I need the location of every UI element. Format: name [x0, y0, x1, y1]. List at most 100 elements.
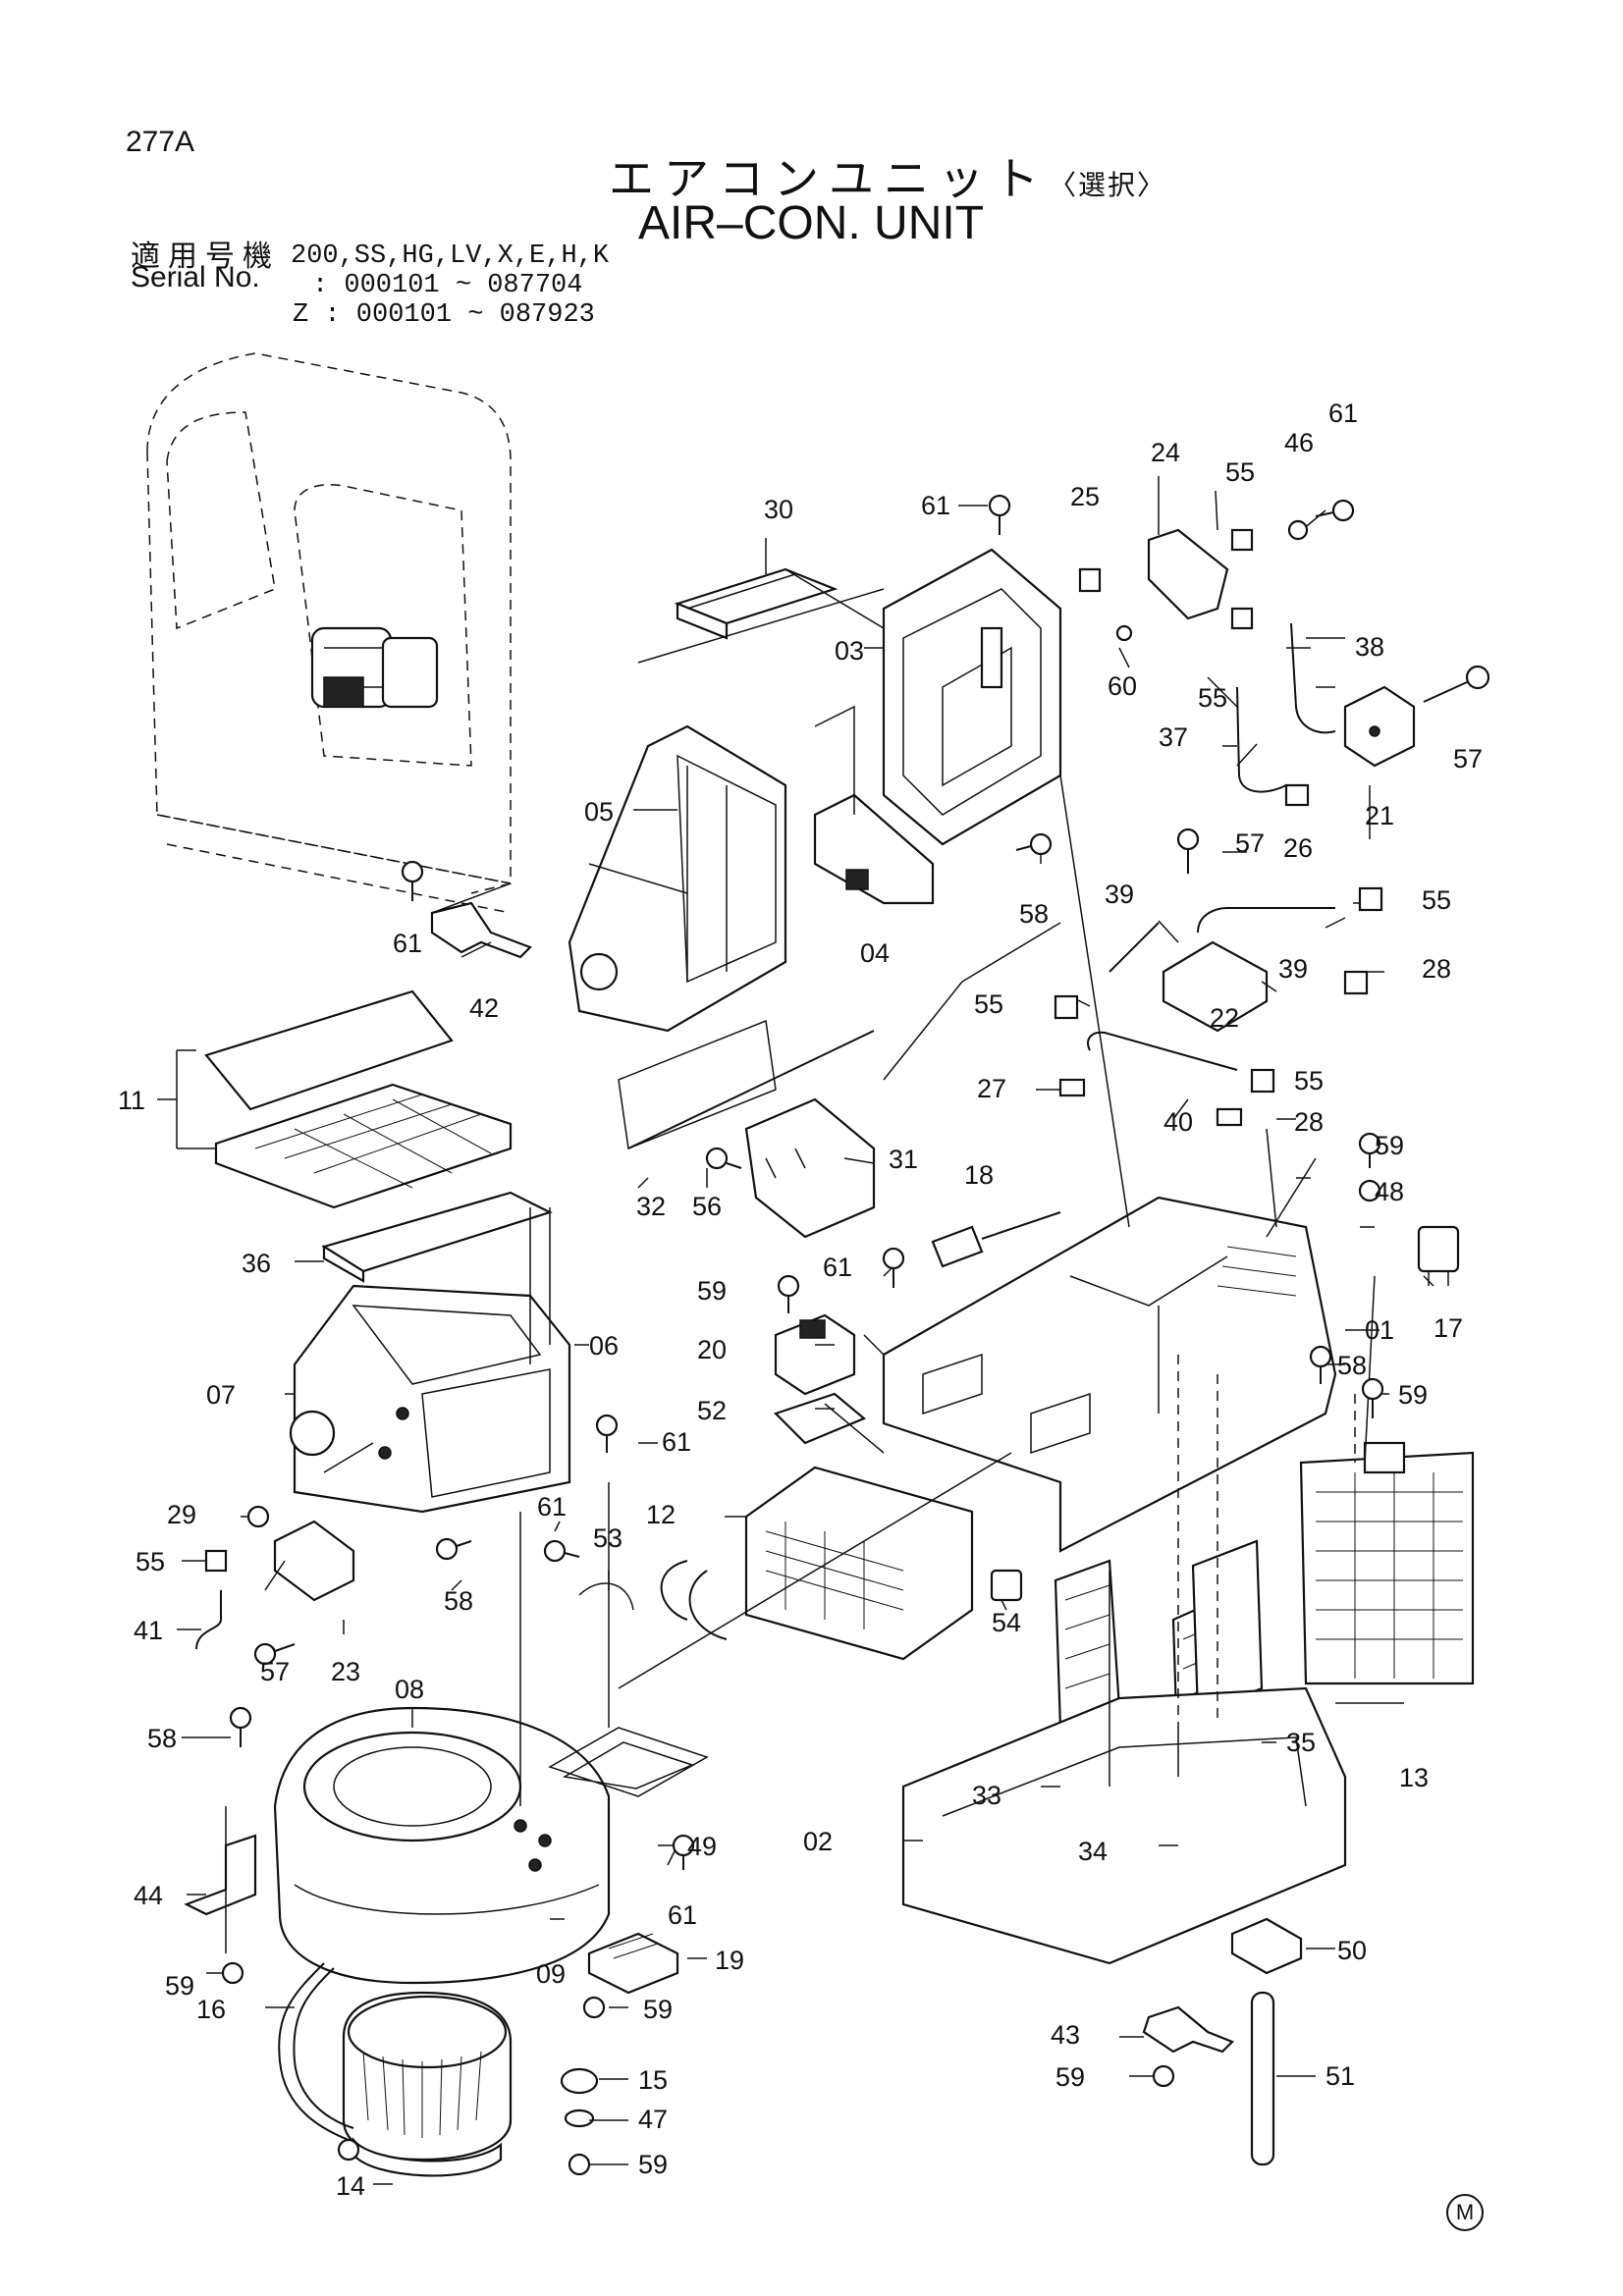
callout-label: 61 [921, 491, 950, 520]
part-36 [321, 1191, 553, 1283]
part-42 [430, 901, 532, 959]
serial-models: 200,SS,HG,LV,X,E,H,K [291, 241, 610, 271]
callout-label: 59 [638, 2150, 668, 2179]
callout-label: 11 [118, 1086, 145, 1115]
nut-icon [1230, 607, 1254, 630]
callout-label: 30 [764, 495, 793, 524]
callout-label: 55 [974, 989, 1003, 1019]
callout-label: 28 [1422, 954, 1451, 984]
manufacturer-mark: M [1446, 2194, 1484, 2231]
part-21 [1343, 685, 1416, 768]
callout-label: 37 [1159, 722, 1188, 752]
callout-label: 53 [593, 1523, 622, 1553]
callout-label: 61 [537, 1492, 567, 1522]
part-41 [195, 1590, 222, 1650]
part-49 [548, 1727, 709, 1797]
part-30 [674, 567, 839, 640]
nut-icon [1287, 519, 1309, 541]
callout-label: 27 [977, 1074, 1006, 1103]
callout-label: 16 [196, 1995, 226, 2024]
part-53 [578, 1582, 634, 1611]
part-15 [560, 2067, 599, 2095]
nut-icon [204, 1549, 228, 1573]
part-08-09 [273, 1706, 611, 1985]
callout-label: 34 [1078, 1837, 1108, 1866]
part-40 [1087, 1031, 1238, 1071]
hardware [204, 494, 1490, 2176]
callout-label: 61 [393, 929, 422, 958]
screw-icon [988, 494, 1011, 535]
callout-label: 15 [638, 2065, 668, 2095]
serial-label-japanese: 適用号機 [131, 240, 280, 274]
callout-label: 51 [1325, 2061, 1355, 2091]
screw-icon [705, 1147, 742, 1170]
callout-label: 47 [638, 2105, 668, 2134]
callout-label: 26 [1283, 833, 1313, 863]
part-44 [184, 1834, 257, 1916]
callout-label: 23 [331, 1657, 360, 1686]
part-18 [931, 1211, 1061, 1268]
part-20 [774, 1313, 856, 1396]
part-03 [882, 548, 1062, 846]
callout-label: 29 [167, 1500, 196, 1529]
screw-icon [1361, 1377, 1384, 1418]
part-31 [744, 1097, 876, 1239]
callout-label: 18 [964, 1160, 994, 1190]
callout-label: 22 [1210, 1003, 1239, 1033]
page-code: 277A [126, 126, 195, 158]
screw-icon [543, 1539, 580, 1563]
callout-label: 07 [206, 1380, 236, 1410]
callout-label: 57 [1453, 744, 1483, 774]
nut-icon [1054, 994, 1079, 1020]
nut-icon [1343, 970, 1369, 995]
callout-label: 36 [242, 1249, 271, 1278]
part-05 [568, 724, 787, 1033]
part-38 [1290, 622, 1336, 734]
callout-label: 60 [1108, 671, 1137, 701]
screw-icon [777, 1274, 800, 1313]
screw-icon [1015, 832, 1053, 856]
callout-label: 32 [636, 1192, 666, 1221]
callout-label: 28 [1294, 1107, 1324, 1137]
part-39 [1109, 907, 1335, 973]
part-50 [1230, 1917, 1303, 1975]
callout-label: 49 [687, 1832, 717, 1861]
nut-icon [1115, 624, 1133, 642]
screw-icon [1176, 828, 1200, 874]
callout-label: 31 [889, 1145, 918, 1174]
callout-label: 38 [1355, 632, 1384, 662]
callout-label: 50 [1337, 1936, 1367, 1965]
callout-label: 52 [697, 1396, 727, 1425]
callout-label: 59 [643, 1995, 673, 2024]
callout-label: 06 [589, 1331, 619, 1361]
cab-outline-icon [146, 352, 512, 914]
callout-label: 61 [662, 1427, 691, 1457]
screw-icon [253, 1642, 296, 1666]
part-24 [1147, 528, 1229, 620]
part-47 [564, 2109, 595, 2128]
title-japanese-main: エアコンユニット [609, 152, 1049, 205]
part-43 [1142, 2005, 1234, 2054]
callout-label: 58 [147, 1724, 177, 1753]
callout-label: 43 [1051, 2020, 1080, 2050]
callout-label: 55 [1294, 1066, 1324, 1095]
nut-icon [1216, 1107, 1243, 1127]
part-16 [278, 1962, 354, 2141]
callout-label: 39 [1278, 954, 1308, 984]
callout-label: 02 [803, 1827, 833, 1856]
part-13 [1299, 1441, 1475, 1685]
nut-icon [1058, 1078, 1086, 1097]
part-12 [660, 1466, 974, 1661]
part-23 [273, 1520, 355, 1602]
callout-label: 39 [1105, 880, 1134, 909]
screw-icon [401, 860, 424, 901]
callout-label: 05 [584, 797, 614, 827]
callout-label: 42 [469, 993, 499, 1023]
screw-icon [672, 1834, 695, 1870]
callout-label: 25 [1070, 482, 1100, 511]
callout-label: 61 [668, 1900, 697, 1930]
callout-label: 04 [860, 938, 890, 968]
assembly-lines [225, 568, 1376, 1953]
screw-icon [221, 1961, 244, 1985]
part-54 [990, 1569, 1023, 1602]
